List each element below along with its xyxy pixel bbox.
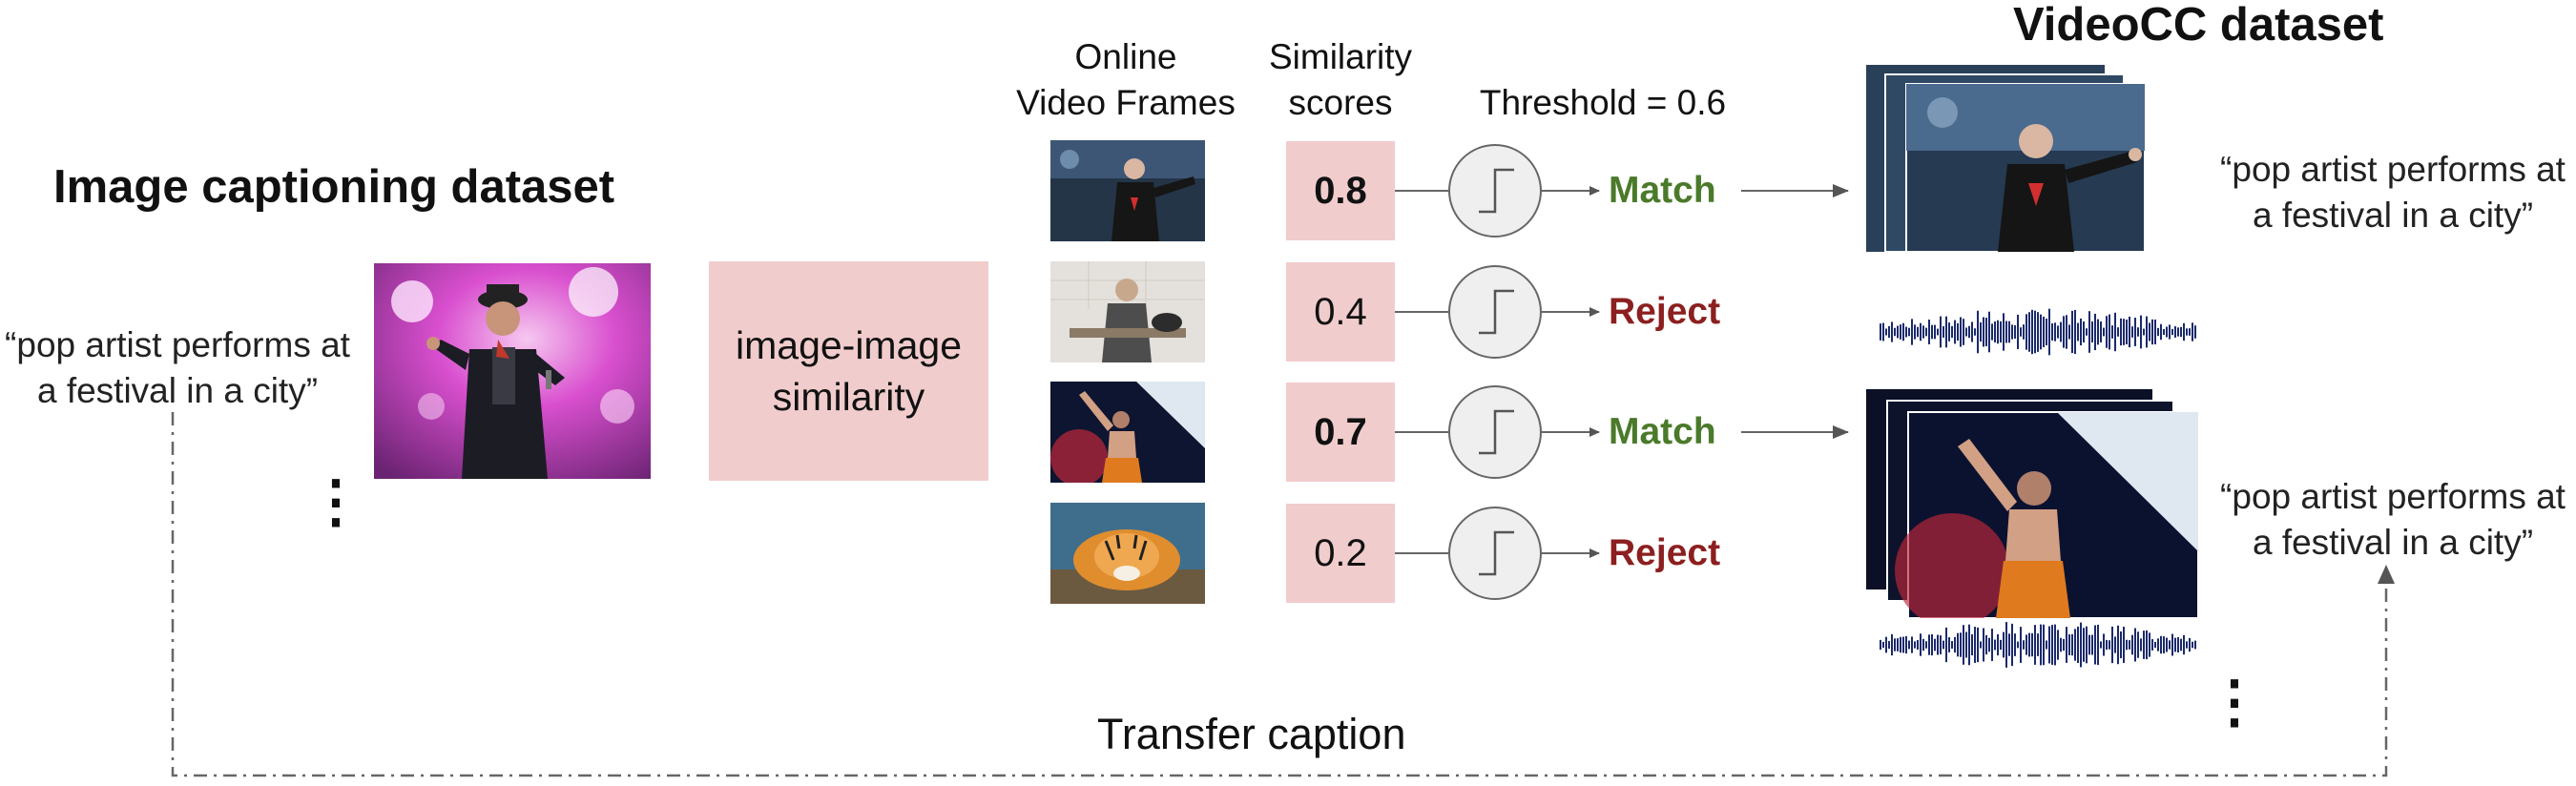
threshold-row-3 [1395,385,1849,479]
transfer-caption-path [171,412,2388,777]
target-caption-1-line-1: “pop artist performs at [2220,150,2566,189]
verdict-match-3: Match [1609,411,1716,452]
more-items-ellipsis: ⋮ [307,469,364,533]
video-frame-3 [1050,382,1205,483]
source-dataset-title: Image captioning dataset [53,161,615,213]
threshold-row-2 [1395,265,1600,359]
more-clips-ellipsis: ⋮ [2206,670,2263,734]
verdict-reject-4: Reject [1609,532,1721,573]
source-caption: “pop artist performs at a festival in a … [0,322,355,414]
similarity-score-3: 0.7 [1286,383,1395,482]
similarity-score-1: 0.8 [1286,141,1395,240]
scores-column-header: Similarity scores [1231,34,1450,126]
video-clip-1 [1866,65,2145,252]
verdict-reject-2: Reject [1609,291,1721,332]
threshold-row-1 [1395,144,1849,238]
similarity-score-2: 0.4 [1286,262,1395,362]
target-caption-1: “pop artist performs at a festival in a … [2210,147,2576,238]
target-caption-2: “pop artist performs at a festival in a … [2210,474,2576,566]
frames-header-line-2: Video Frames [1016,83,1236,122]
similarity-module-line-2: similarity [772,375,925,419]
source-image [374,263,651,479]
target-caption-2-line-2: a festival in a city” [2252,523,2534,562]
audio-waveform-2 [1880,622,2196,668]
verdict-match-1: Match [1609,170,1716,211]
videocc-dataset-title: VideoCC dataset [2013,0,2384,51]
scores-header-line-1: Similarity [1268,37,1413,76]
scores-header-line-2: scores [1288,83,1393,122]
frames-column-header: Online Video Frames [983,34,1269,126]
similarity-module-line-1: image-image [736,323,962,367]
threshold-row-4 [1395,507,1600,600]
transfer-caption-label: Transfer caption [1097,710,1406,758]
video-clip-2 [1866,389,2198,618]
video-frame-2 [1050,261,1205,362]
video-frame-1 [1050,140,1205,241]
transfer-arrowhead [2378,565,2395,584]
audio-waveform-1 [1880,308,2196,356]
frames-header-line-1: Online [1074,37,1177,76]
source-caption-line-2: a festival in a city” [36,371,319,410]
threshold-label: Threshold = 0.6 [1479,83,1727,122]
source-caption-line-1: “pop artist performs at [5,325,350,364]
similarity-module: image-image similarity [709,261,988,481]
target-caption-1-line-2: a festival in a city” [2252,196,2534,235]
similarity-score-4: 0.2 [1286,504,1395,603]
target-caption-2-line-1: “pop artist performs at [2220,477,2566,516]
video-frame-4 [1050,503,1205,604]
